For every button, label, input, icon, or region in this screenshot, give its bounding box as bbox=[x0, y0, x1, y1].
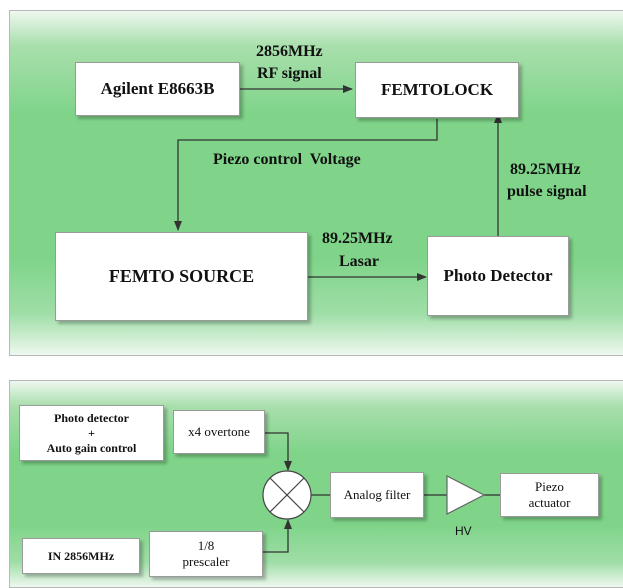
femtolock-label: FEMTOLOCK bbox=[380, 80, 494, 99]
photo-detector-box: Photo Detector bbox=[427, 236, 569, 316]
arrow-prescaler-to-mixer bbox=[263, 519, 292, 553]
mixer-icon bbox=[262, 470, 312, 520]
prescaler-line2: prescaler bbox=[182, 554, 230, 569]
photo-detector-agc-line1: Photo detector bbox=[54, 410, 129, 425]
hv-label: HV bbox=[455, 524, 472, 538]
in-2856-label: IN 2856MHz bbox=[47, 548, 115, 563]
rf-frequency-label: 2856MHz bbox=[256, 43, 323, 60]
agilent-box: Agilent E8663B bbox=[75, 62, 240, 116]
piezo-actuator-box: Piezo actuator bbox=[500, 473, 599, 517]
photo-detector-label: Photo Detector bbox=[443, 266, 553, 285]
rf-signal-label: RF signal bbox=[257, 65, 322, 82]
femto-source-label: FEMTO SOURCE bbox=[108, 266, 255, 286]
photo-detector-agc-line3: Auto gain control bbox=[46, 440, 137, 455]
prescaler-line1: 1/8 bbox=[197, 538, 215, 553]
agilent-label: Agilent E8663B bbox=[100, 79, 215, 98]
overtone-box: x4 overtone bbox=[173, 410, 265, 454]
in-2856-box: IN 2856MHz bbox=[22, 538, 140, 574]
analog-filter-box: Analog filter bbox=[330, 472, 424, 518]
piezo-voltage-label: Piezo control Voltage bbox=[213, 151, 361, 168]
arrow-femtolock-to-source bbox=[174, 119, 438, 231]
photo-detector-agc-line2: + bbox=[88, 425, 95, 440]
piezo-line2: actuator bbox=[528, 495, 571, 510]
pulse-frequency-label: 89.25MHz bbox=[510, 161, 581, 178]
overtone-label: x4 overtone bbox=[188, 424, 250, 439]
hv-amplifier-icon bbox=[446, 475, 486, 515]
piezo-line1: Piezo bbox=[535, 479, 564, 494]
pulse-signal-label: pulse signal bbox=[507, 183, 587, 200]
arrow-overtone-to-mixer bbox=[264, 432, 292, 471]
analog-filter-label: Analog filter bbox=[343, 487, 411, 502]
prescaler-box: 1/8 prescaler bbox=[149, 531, 263, 577]
femto-source-box: FEMTO SOURCE bbox=[55, 232, 308, 321]
lasar-frequency-label: 89.25MHz bbox=[322, 230, 393, 247]
lasar-label: Lasar bbox=[339, 253, 379, 270]
femtolock-box: FEMTOLOCK bbox=[355, 62, 519, 118]
photo-detector-agc-box: Photo detector + Auto gain control bbox=[19, 405, 164, 461]
